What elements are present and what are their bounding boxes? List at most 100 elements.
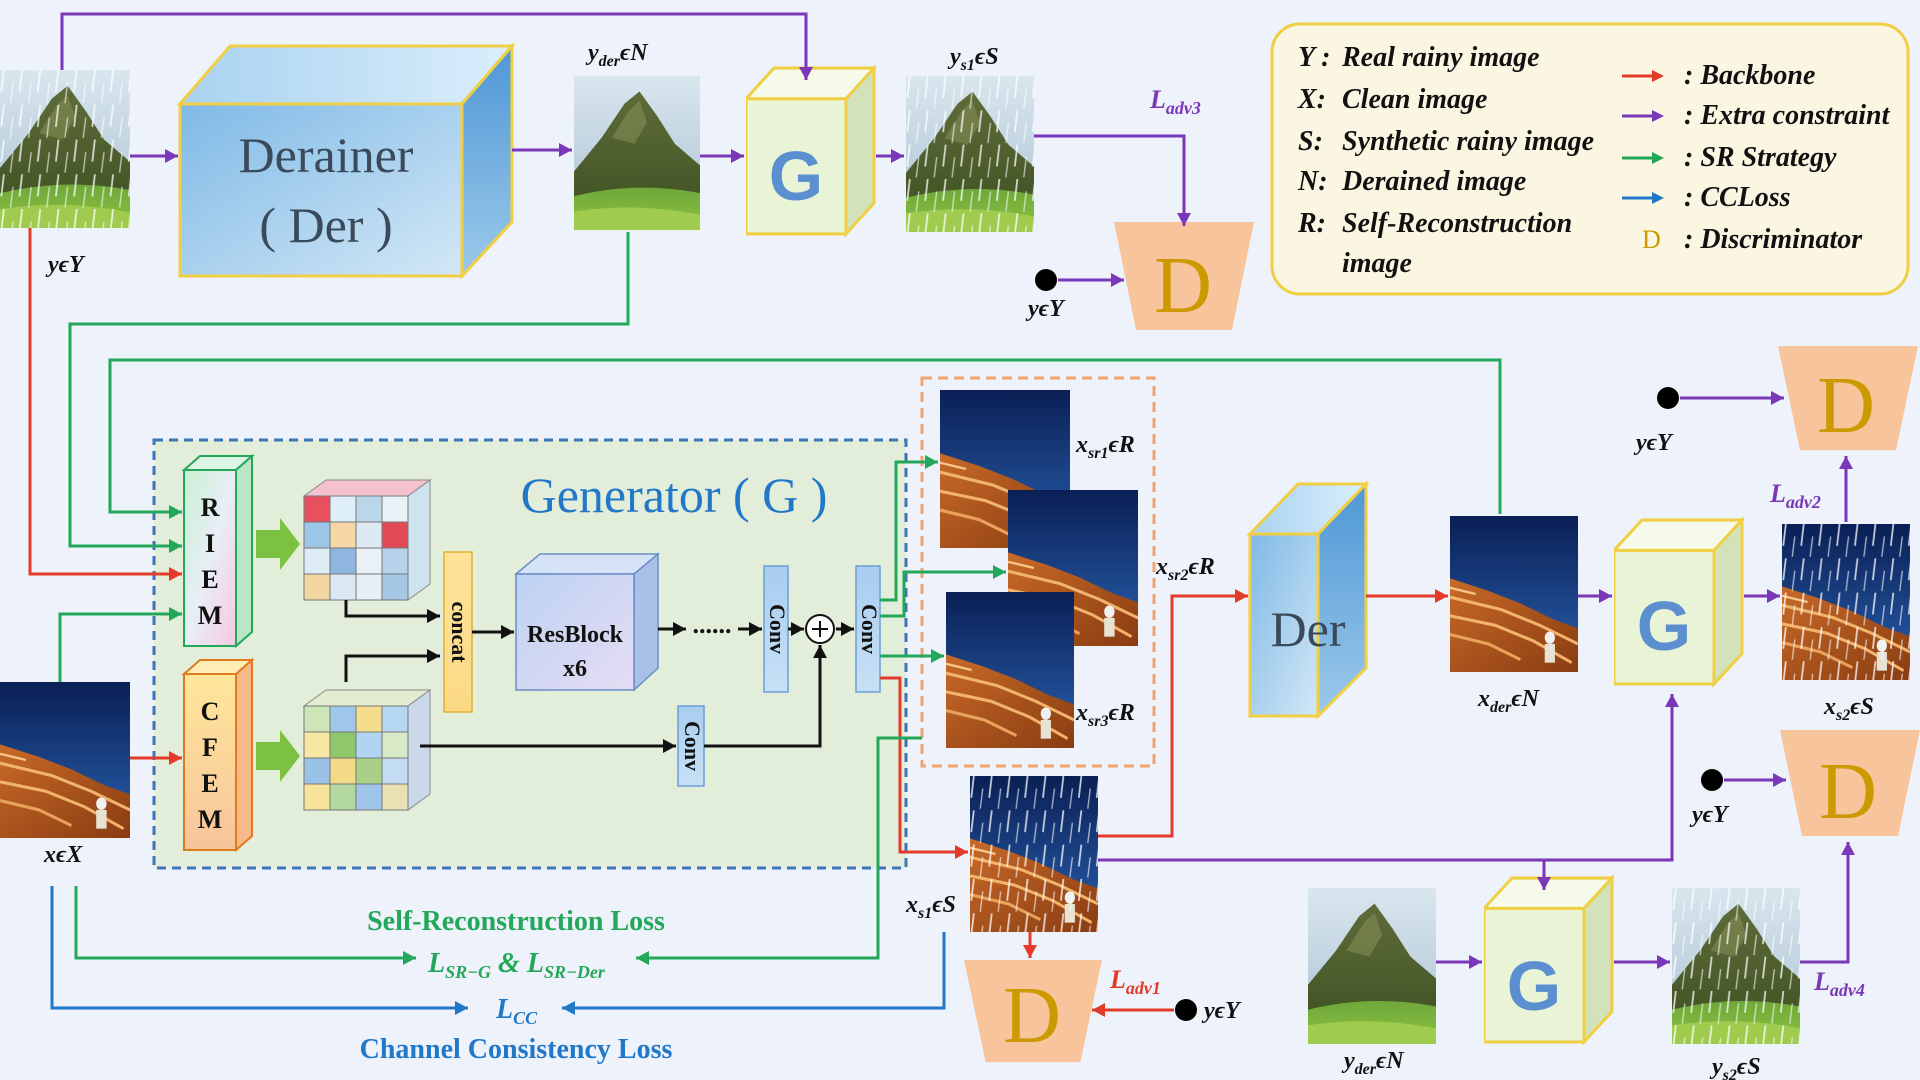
image-x-s2 [1782,524,1910,680]
label-ladv4: Ladv4 [1813,967,1865,1000]
feature-cell [303,783,331,811]
discriminator-adv4: D [1780,730,1920,837]
svg-text:ResBlock: ResBlock [527,622,624,648]
legend-def-5: image [1342,248,1412,279]
riem-output-arrow [256,518,300,570]
bottom-generator-cube: G [1484,876,1614,1044]
arrow-xs1-to-g-right [1098,694,1674,862]
cfem-letter-2: E [201,769,218,798]
arrow-yder-to-riem [68,232,630,548]
feature-cell [381,521,409,549]
conv-block-2: Conv [855,565,882,693]
image-x-sr3 [946,592,1074,748]
derained-image-y [574,76,700,230]
arrow-y-to-g-extra [60,12,808,80]
riem-feature-cube [302,479,432,601]
svg-text:G: G [1507,947,1561,1025]
feature-cell [303,547,331,575]
discriminator-adv1: D [964,960,1102,1063]
feature-cell [355,731,383,759]
feature-cell [329,783,357,811]
label-ladv2: Ladv2 [1769,479,1821,512]
label-y-der: yderϵN [585,40,649,70]
y-real-dot-adv4 [1701,769,1723,791]
feature-cell [329,547,357,575]
y-real-dot-top [1035,269,1057,291]
arrow-x-to-sr-loss [74,886,416,960]
discriminator-adv2: D [1778,346,1918,451]
synthetic-rainy-y-s1 [906,76,1034,232]
cfem-letter-1: F [202,733,218,762]
arrow-y-to-riem [28,228,182,576]
image-y-s2 [1672,888,1800,1044]
feature-cell [355,783,383,811]
arrow-conv-to-xsr2 [880,570,1006,618]
legend-def-1: X:Clean image [1297,84,1487,115]
cfem-letter-0: C [201,697,220,726]
legend-def-4: R:Self-Reconstruction [1297,208,1572,239]
riem-block: R I E M [181,453,255,649]
feature-cell [303,705,331,733]
svg-text:Der: Der [1271,601,1346,657]
legend-arrow-label-3: : CCLoss [1684,182,1791,213]
cc-loss-title: Channel Consistency Loss [360,1034,673,1065]
arrow-conv3-to-add [704,645,822,748]
feature-cell [329,495,357,523]
feature-cell [329,757,357,785]
label-x-input: xϵX [43,842,83,868]
feature-cell [329,521,357,549]
label-y-adv4: yϵY [1689,802,1730,828]
svg-text:Conv: Conv [680,721,705,771]
der-cube: Der [1246,480,1370,720]
label-y-adv1: yϵY [1201,998,1242,1024]
clean-image-x [0,682,130,838]
feature-cell [303,573,331,601]
arrow-xder-to-riem [108,358,1502,514]
label-y-der-bottom: yderϵN [1341,1048,1405,1078]
generator-title: Generator ( G ) [521,467,828,523]
svg-text:D: D [1154,242,1212,330]
label-x-der: xderϵN [1477,686,1541,716]
arrow-cube2-to-concat [344,654,440,682]
cfem-output-arrow [256,730,300,782]
arrow-ys1-to-d [1034,134,1186,226]
riem-letter-0: R [201,493,220,522]
rainy-image-y [0,70,130,228]
right-generator-cube: G [1614,518,1744,686]
arrows-layer [28,12,1855,1017]
arrow-cube1-to-concat [344,600,440,618]
label-x-sr1: xsr1ϵR [1075,432,1135,462]
feature-cell [355,521,383,549]
feature-cell [355,495,383,523]
top-discriminator: D [1114,222,1254,330]
legend-def-2: S:Synthetic rainy image [1298,126,1594,157]
legend-arrow-label-2: : SR Strategy [1684,142,1837,173]
feature-cell [381,705,409,733]
svg-text:D: D [1817,362,1875,450]
svg-text:concat: concat [447,601,472,663]
arrow-conv-to-xsr1 [880,460,938,602]
svg-text:Conv: Conv [765,604,790,654]
label-y-adv2: yϵY [1633,430,1674,456]
svg-text:D: D [1003,972,1061,1060]
svg-text:Conv: Conv [857,604,882,654]
feature-cell [329,705,357,733]
feature-cell [381,783,409,811]
feature-cell [355,705,383,733]
label-y-s2: ys2ϵS [1709,1054,1761,1080]
top-generator-cube: G [746,66,876,236]
feature-cell [381,547,409,575]
conv-block-3: Conv [677,705,705,787]
feature-cell [381,757,409,785]
feature-cell [355,573,383,601]
label-x-sr3: xsr3ϵR [1075,700,1135,730]
sr-loss-formula: LSR−G & LSR−Der [427,948,606,982]
arrow-ys2-to-dadv4 [1800,842,1850,964]
arrow-g-to-xs1 [880,676,968,854]
riem-letter-3: M [198,601,223,630]
riem-letter-1: I [205,529,215,558]
arrow-x-to-cc-loss [50,886,468,1010]
legend-def-3: N:Derained image [1297,166,1526,197]
y-real-dot-adv1 [1175,999,1197,1021]
label-ladv3: Ladv3 [1149,85,1201,118]
